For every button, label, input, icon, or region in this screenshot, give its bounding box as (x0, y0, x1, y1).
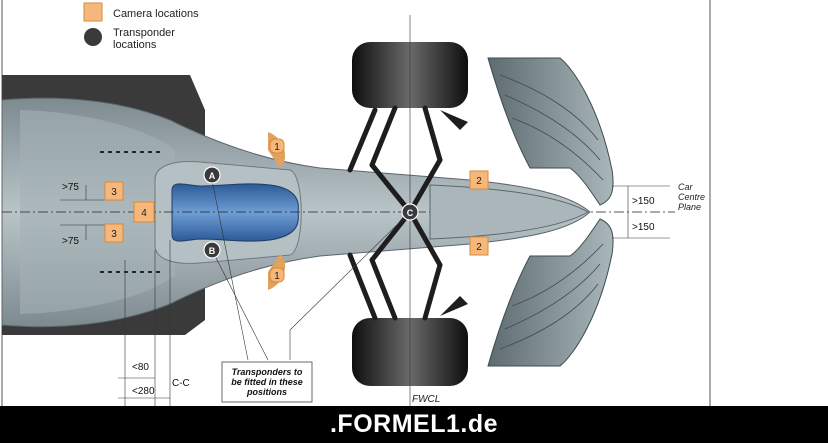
camera-3-top: 3 (104, 181, 124, 201)
svg-text:1: 1 (274, 142, 280, 153)
camera-2-bottom: 2 (469, 236, 489, 256)
front-wing-top (487, 57, 614, 206)
svg-text:4: 4 (141, 208, 147, 219)
fwcl-label: FWCL (412, 394, 440, 405)
legend-camera-label: Camera locations (113, 8, 199, 20)
dim-cc: C-C (172, 378, 190, 389)
brand-suffix: .de (460, 410, 499, 438)
camera-3-bottom: 3 (104, 223, 124, 243)
camera-2-top: 2 (469, 170, 489, 190)
svg-text:2: 2 (476, 242, 482, 253)
svg-text:C: C (407, 208, 414, 218)
camera-1-bottom: 1 (268, 254, 286, 290)
svg-text:3: 3 (111, 229, 117, 240)
dim-lt280: <280 (132, 386, 155, 397)
camera-4: 4 (133, 201, 155, 223)
transponder-b: B (203, 241, 221, 259)
brand-one: 1 (445, 410, 461, 438)
svg-text:B: B (209, 246, 216, 256)
legend-transponder-swatch (84, 28, 102, 46)
footer-bar: .FORMEL1.de (0, 406, 828, 443)
camera-1-top: 1 (268, 132, 286, 168)
svg-text:3: 3 (111, 187, 117, 198)
svg-text:1: 1 (274, 271, 280, 282)
transponder-c: C (401, 203, 419, 221)
svg-text:2: 2 (476, 176, 482, 187)
dim-gt150-top: >150 (632, 196, 655, 207)
transponder-note-box (221, 361, 313, 403)
cockpit (171, 183, 299, 242)
dim-gt150-bottom: >150 (632, 222, 655, 233)
dim-gt75-bottom: >75 (62, 236, 79, 247)
transponder-a: A (203, 166, 221, 184)
brand-logo[interactable]: .FORMEL1.de (330, 410, 498, 439)
front-wing-bottom (487, 218, 614, 367)
suspension (347, 105, 443, 321)
legend-camera-swatch (83, 2, 103, 22)
dim-lt80: <80 (132, 362, 149, 373)
svg-text:A: A (209, 171, 216, 181)
brand-prefix: .FORMEL (329, 410, 446, 438)
dim-gt75-top: >75 (62, 182, 79, 193)
